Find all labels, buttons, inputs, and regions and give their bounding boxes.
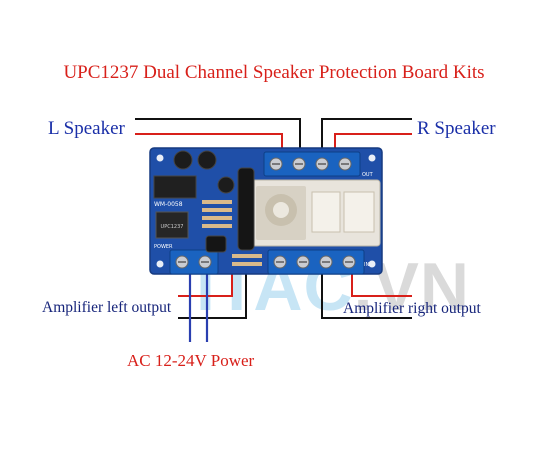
power-terminal-block — [169, 249, 219, 275]
mount-hole — [156, 154, 164, 162]
amp-right-label: Amplifier right output — [343, 300, 481, 317]
silk-in: IN — [364, 262, 369, 268]
amp-left-wire-red — [178, 268, 233, 297]
capacitors — [173, 150, 255, 253]
amp-left-label: Amplifier left output — [42, 299, 172, 316]
mount-hole — [368, 154, 376, 162]
input-terminal-block — [267, 249, 365, 275]
amp-right-wires — [321, 268, 412, 319]
relay — [249, 179, 381, 247]
amp-right-wire-red — [351, 268, 412, 297]
ac-power-wires — [188, 268, 209, 342]
svg-text:UPC1237: UPC1237 — [161, 224, 184, 230]
left-speaker-label: L Speaker — [48, 118, 125, 139]
amp-left-wires — [178, 268, 247, 319]
silk-out: OUT — [362, 172, 374, 178]
silk-power: POWER — [154, 244, 173, 250]
resistors — [202, 200, 262, 266]
amp-left-wire-black — [178, 268, 247, 319]
silk-model: WM-0058 — [154, 201, 183, 208]
amp-right-wire-black — [321, 268, 412, 319]
watermark: ITAC.VN — [196, 249, 470, 325]
right-speaker-label: R Speaker — [417, 118, 496, 139]
ic-chip: UPC1237 — [153, 175, 197, 239]
mount-hole — [368, 260, 376, 268]
page-title: UPC1237 Dual Channel Speaker Protection … — [63, 62, 485, 83]
mount-hole — [156, 260, 164, 268]
speaker-terminal-block — [263, 151, 361, 177]
ac-power-label: AC 12-24V Power — [127, 351, 255, 370]
